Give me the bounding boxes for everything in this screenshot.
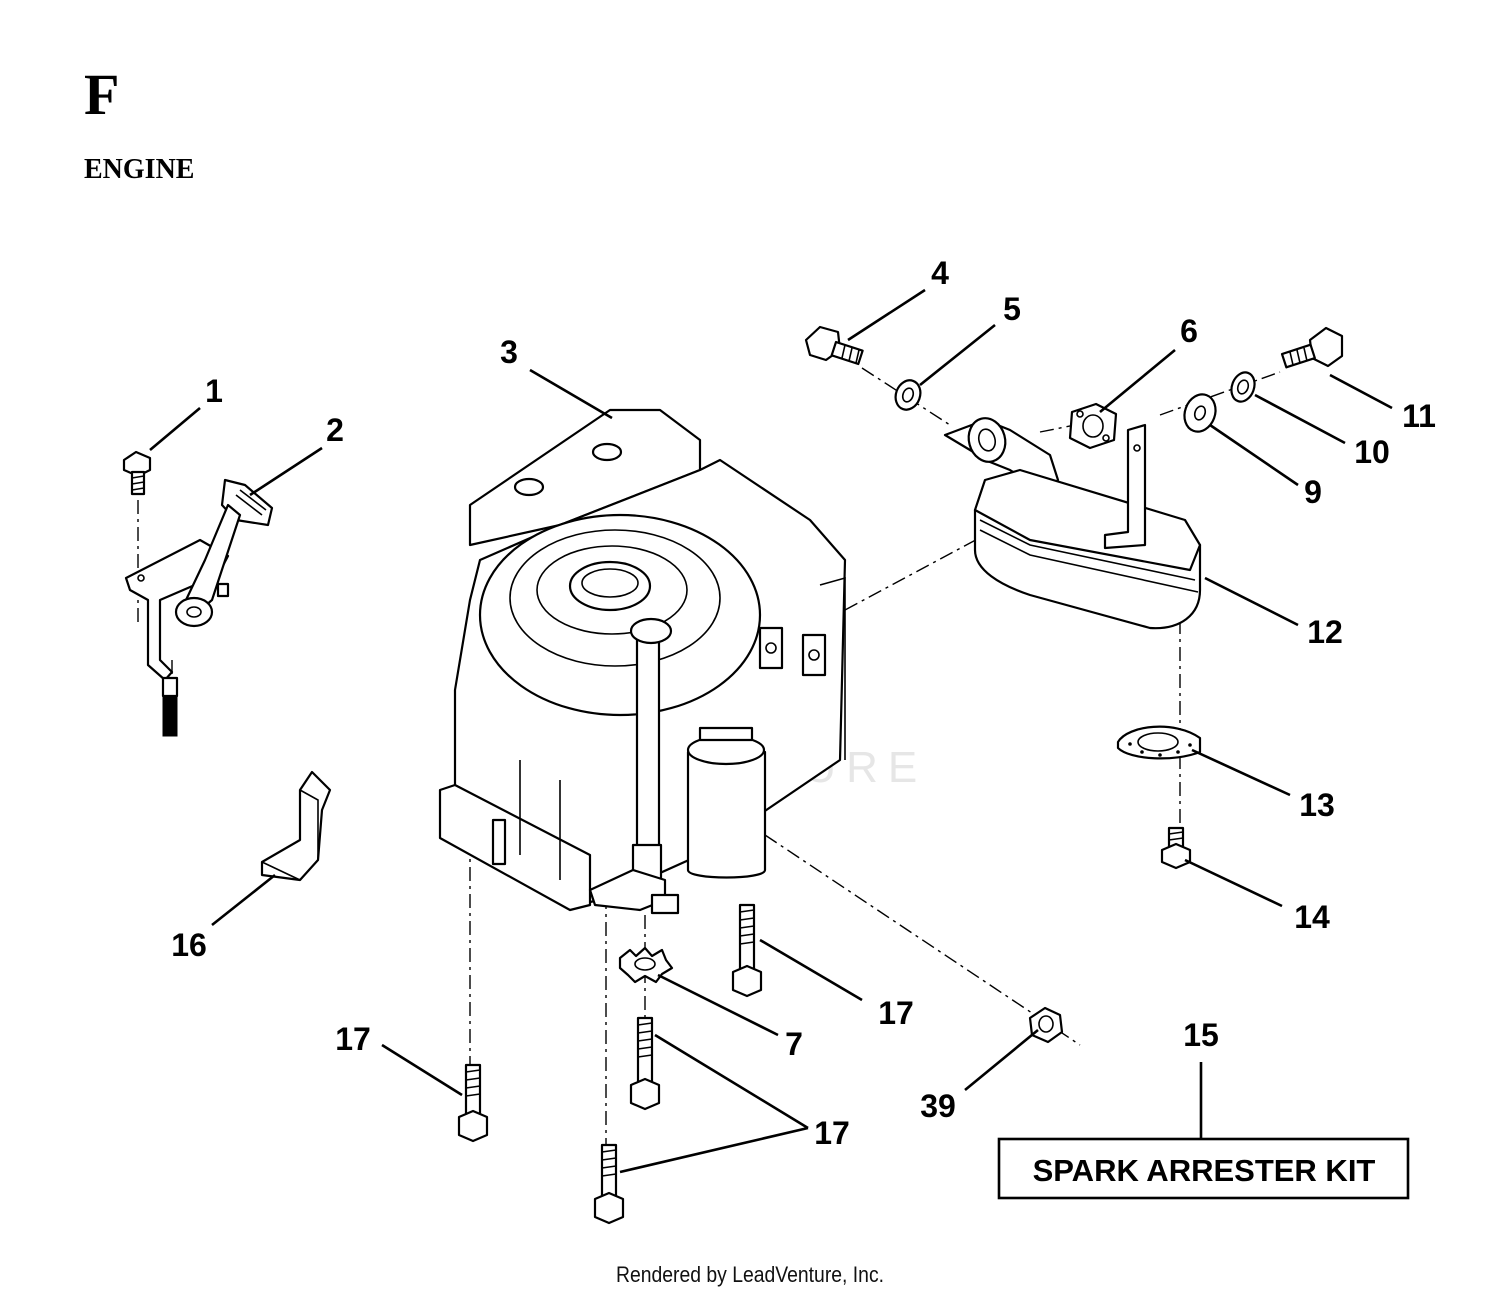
callout-12: 12 — [1307, 614, 1343, 650]
callout-1: 1 — [205, 373, 223, 409]
part-17-bolt-d — [593, 1143, 625, 1225]
part-6-gasket — [1068, 402, 1118, 450]
part-17-bolt-a — [731, 903, 763, 998]
callout-15: 15 — [1183, 1017, 1219, 1053]
callout-13: 13 — [1299, 787, 1335, 823]
part-16-bracket — [260, 770, 332, 882]
part-17-bolt-b — [629, 1016, 661, 1111]
callout-9: 9 — [1304, 474, 1322, 510]
callout-2: 2 — [326, 412, 344, 448]
part-39-nut — [1028, 1006, 1064, 1044]
callout-11: 11 — [1402, 398, 1436, 434]
callout-10: 10 — [1354, 434, 1390, 470]
spark-arrester-kit-label: SPARK ARRESTER KIT — [1033, 1153, 1376, 1188]
section-letter: F — [84, 62, 120, 127]
leader-lines — [149, 288, 1393, 1174]
part-13-shield — [1116, 725, 1202, 760]
part-2-pedal-bracket — [124, 478, 274, 737]
callout-5: 5 — [1003, 291, 1021, 327]
callouts: 1 2 3 4 5 6 11 10 9 12 13 14 16 17 7 17 … — [171, 255, 1436, 1151]
part-4-bolt — [804, 325, 864, 366]
part-7-star-washer — [618, 946, 674, 984]
callout-4: 4 — [931, 255, 949, 291]
part-1-bolt — [122, 450, 152, 496]
callout-17-c: 17 — [814, 1115, 850, 1151]
footer-credit: Rendered by LeadVenture, Inc. — [615, 1262, 885, 1287]
callout-16: 16 — [171, 927, 207, 963]
part-3-engine — [438, 408, 847, 915]
callout-3: 3 — [500, 334, 518, 370]
callout-17-a: 17 — [878, 995, 914, 1031]
part-17-bolt-c — [457, 1063, 489, 1143]
part-14-screw — [1160, 826, 1192, 870]
section-title: ENGINE — [84, 154, 195, 185]
callout-6: 6 — [1180, 313, 1198, 349]
callout-14: 14 — [1294, 899, 1330, 935]
spark-arrester-kit-box: SPARK ARRESTER KIT — [997, 1137, 1410, 1200]
part-12-muffler — [943, 417, 1202, 630]
callout-17-b: 17 — [335, 1021, 371, 1057]
part-5-washer — [894, 379, 922, 411]
part-9-washer — [1183, 393, 1217, 433]
part-11-bolt — [1280, 326, 1344, 369]
callout-7: 7 — [785, 1026, 803, 1062]
part-10-washer — [1230, 371, 1256, 403]
callout-39: 39 — [920, 1088, 956, 1124]
